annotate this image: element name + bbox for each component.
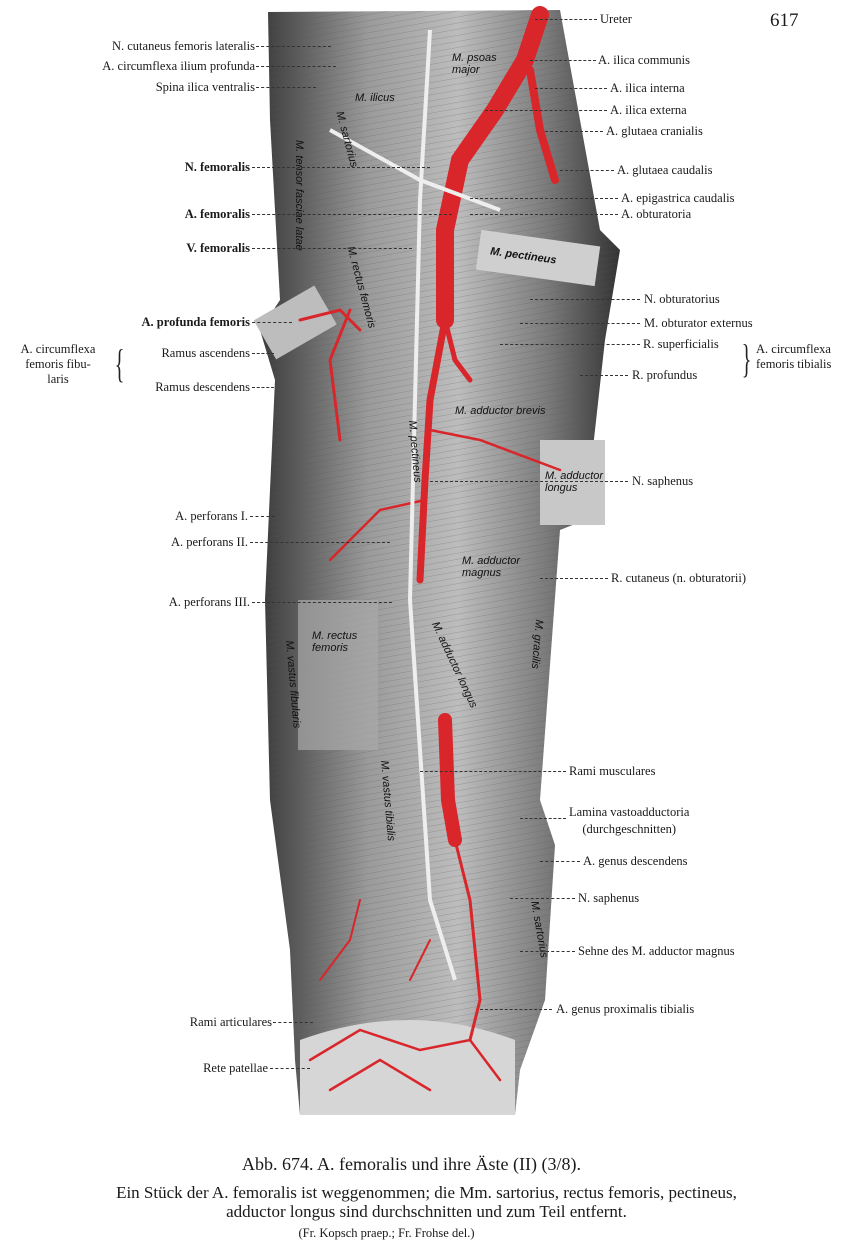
group-title-line: A. circumflexa — [756, 342, 831, 356]
group-title-line: femoris fibu- — [25, 357, 91, 371]
figure-credits: (Fr. Kopsch praep.; Fr. Frohse del.) — [298, 1226, 475, 1240]
label-ureter: Ureter — [600, 12, 632, 26]
label-a-ilica-interna: A. ilica interna — [610, 81, 685, 95]
figure-caption-line: Ein Stück der A. femoralis ist weggenomm… — [116, 1183, 737, 1202]
pectineus-cut — [475, 229, 601, 287]
label-a-glutaea-caudalis: A. glutaea caudalis — [617, 163, 713, 177]
label-a-obturatoria: A. obturatoria — [621, 207, 692, 221]
label-n-saphenus-2: N. saphenus — [578, 891, 640, 905]
figure-label: M. adductor longus — [545, 470, 604, 494]
figure-label: M. psoas major — [452, 52, 497, 76]
label-rete-patellae: Rete patellae — [203, 1061, 268, 1075]
label-n-saphenus: N. saphenus — [632, 474, 694, 488]
group-title-line: A. circumflexa — [20, 342, 96, 356]
label-a-perforans-3: A. perforans III. — [168, 595, 250, 609]
figure-label: M. tensor fasciae latae — [293, 140, 305, 251]
label-a-perforans-1: A. perforans I. — [175, 509, 248, 523]
label-a-perforans-2: A. perforans II. — [170, 535, 248, 549]
label-ramus-descendens: Ramus descendens — [155, 380, 250, 394]
label-v-femoralis: V. femoralis — [186, 241, 250, 255]
label-line: (durchgeschnitten) — [582, 822, 677, 836]
label-a-circumflexa-ilium: A. circumflexa ilium profunda — [102, 59, 255, 73]
group-title-line: laris — [47, 372, 69, 386]
label-a-genus-proximalis-tibialis: A. genus proximalis tibialis — [556, 1002, 695, 1016]
label-r-superficialis: R. superficialis — [643, 337, 719, 351]
label-spina-ilica: Spina ilica ventralis — [155, 80, 255, 94]
label-a-ilica-externa: A. ilica externa — [610, 103, 687, 117]
label-a-epigastrica-caudalis: A. epigastrica caudalis — [621, 191, 735, 205]
label-line: Lamina vastoadductoria — [569, 805, 690, 819]
figure-caption-title: Abb. 674. A. femoralis und ihre Äste (II… — [242, 1154, 581, 1174]
label-group-circumflexa-fibularis: A. circumflexa femoris fibu- laris — [8, 342, 108, 387]
page-number: 617 — [770, 10, 799, 31]
label-a-glutaea-cranialis: A. glutaea cranialis — [606, 124, 703, 138]
brace: } — [741, 336, 752, 381]
arteries — [298, 6, 562, 1092]
thigh-silhouette — [253, 10, 620, 1115]
label-n-cutaneus-femoris-lateralis: N. cutaneus femoris lateralis — [111, 39, 255, 53]
label-r-profundus: R. profundus — [632, 368, 698, 382]
label-a-femoralis: A. femoralis — [184, 207, 250, 221]
figure-label: M. ilicus — [355, 92, 395, 104]
label-r-cutaneus: R. cutaneus (n. obturatorii) — [611, 571, 747, 585]
anatomical-illustration — [253, 6, 620, 1115]
adductor-longus-cut — [540, 440, 605, 525]
figure-label: M. rectus femoris — [312, 630, 358, 654]
label-n-femoralis: N. femoralis — [184, 160, 250, 174]
figure-caption-line: adductor longus sind durchschnitten und … — [226, 1202, 627, 1221]
rectus-cut — [253, 285, 337, 360]
label-n-obturatorius: N. obturatorius — [644, 292, 720, 306]
label-a-profunda-femoris: A. profunda femoris — [141, 315, 250, 329]
group-title-line: femoris tibialis — [756, 357, 832, 371]
label-sehne-adductor-magnus: Sehne des M. adductor magnus — [578, 944, 735, 958]
label-rami-articulares: Rami articulares — [189, 1015, 272, 1029]
label-a-ilica-communis: A. ilica communis — [598, 53, 690, 67]
figure-label: M. adductor magnus — [462, 555, 521, 579]
figure-label: M. adductor brevis — [455, 405, 546, 417]
nerves — [329, 29, 501, 981]
label-group-circumflexa-tibialis: A. circumflexa femoris tibialis — [756, 342, 831, 372]
patella-region — [300, 1020, 515, 1115]
label-m-obturator-externus: M. obturator externus — [644, 316, 753, 330]
label-a-genus-descendens: A. genus descendens — [583, 854, 688, 868]
brace: { — [114, 341, 125, 386]
label-lamina-vastoadductoria: Lamina vastoadductoria (durchgeschnitten… — [569, 804, 689, 838]
label-ramus-ascendens: Ramus ascendens — [161, 346, 250, 360]
label-rami-musculares: Rami musculares — [569, 764, 656, 778]
rectus-femoris-lower — [298, 600, 378, 750]
